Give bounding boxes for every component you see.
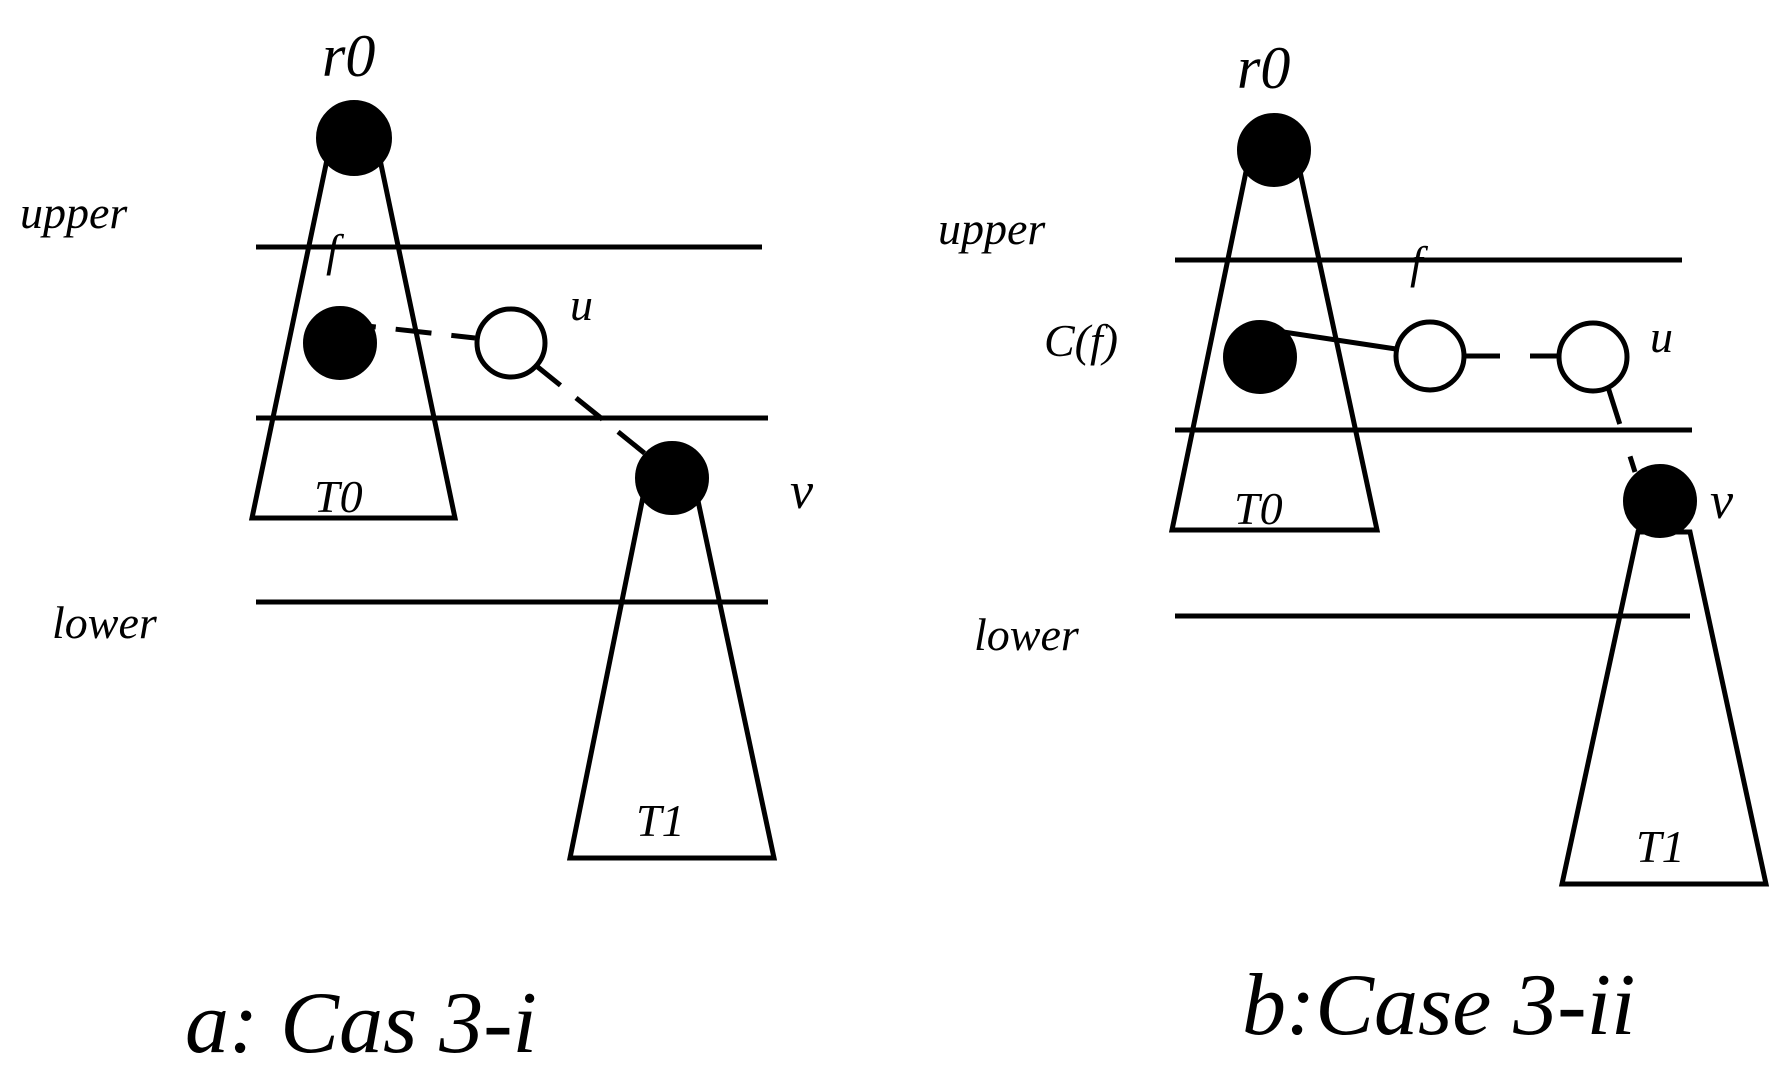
f-label-a: f <box>326 225 345 276</box>
cf-node-a <box>303 306 377 380</box>
v-label-b: v <box>1710 473 1734 530</box>
v-node-a <box>635 441 709 515</box>
upper-label-b: upper <box>938 203 1046 254</box>
root-node-a <box>316 100 392 176</box>
cf-node-b <box>1223 320 1297 394</box>
panel-b: r0 upper f C(f) u v T0 T1 lower b:Case 3… <box>938 35 1770 1054</box>
intermediate-node-b <box>1393 319 1467 393</box>
v-node-b <box>1623 464 1697 538</box>
root-label-a: r0 <box>322 23 375 89</box>
t0-label-b: T0 <box>1234 483 1283 534</box>
upper-label-a: upper <box>20 187 128 238</box>
edge-u-v-b <box>1604 383 1638 473</box>
t1-label-b: T1 <box>1636 821 1685 872</box>
lower-label-b: lower <box>974 609 1080 660</box>
root-node-b <box>1237 113 1311 187</box>
v-label-a: v <box>790 463 814 520</box>
panel-a: r0 upper f u v T0 T1 lower a: Cas 3-i <box>20 23 814 1072</box>
u-label-b: u <box>1650 311 1673 362</box>
u-label-a: u <box>570 279 593 330</box>
cf-label-b: C(f) <box>1044 315 1118 366</box>
t0-label-a: T0 <box>314 471 363 522</box>
edge-u-v-a <box>532 362 655 462</box>
caption-b: b:Case 3-ii <box>1242 957 1636 1054</box>
lower-label-a: lower <box>52 597 158 648</box>
edge-cf-w-b <box>1269 327 1397 352</box>
root-label-b: r0 <box>1237 35 1290 101</box>
u-node-b <box>1556 320 1630 394</box>
t1-label-a: T1 <box>636 795 685 846</box>
caption-a: a: Cas 3-i <box>185 975 537 1072</box>
u-node-a <box>474 306 548 380</box>
